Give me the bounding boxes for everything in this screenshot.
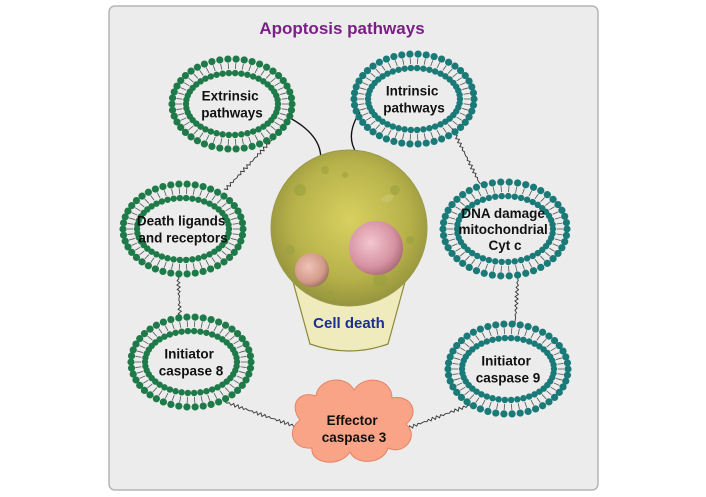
cell-death-label: Cell death (313, 315, 385, 332)
connector-intrinsic-to-dna (451, 127, 481, 185)
effector-label: Effector caspase 3 (322, 413, 387, 445)
membrane-ring (439, 178, 571, 280)
initiator8-label: Initiator caspase 8 (159, 347, 224, 379)
membrane-ring (350, 50, 478, 148)
node-initiator-caspase-9: Initiator caspase 9 (444, 320, 572, 418)
cell-death-illustration: Cell death (270, 149, 428, 352)
node-extrinsic-pathways: Extrinsic pathways (168, 55, 296, 153)
dna-damage-label: DNA damage mitochondrial Cyt c (458, 206, 551, 253)
initiator9-label: Initiator caspase 9 (476, 354, 541, 386)
connector-caspase9-to-caspase3 (408, 404, 471, 430)
extrinsic-label: Extrinsic pathways (201, 89, 263, 121)
effector-cloud-shape (291, 379, 414, 463)
node-initiator-caspase-8: Initiator caspase 8 (127, 313, 255, 411)
node-death-ligands: Death ligands and receptors (119, 180, 247, 278)
membrane-ring (444, 320, 572, 418)
membrane-ring (119, 180, 247, 278)
node-effector-caspase-3: Effector caspase 3 (291, 379, 414, 463)
connector-ligands-to-caspase8 (176, 273, 183, 319)
membrane-ring (127, 313, 255, 411)
connector-extrinsic-to-ligands (223, 139, 273, 191)
connector-caspase8-to-caspase3 (224, 401, 301, 430)
pathway-connectors (176, 127, 520, 430)
node-dna-damage: DNA damage mitochondrial Cyt c (439, 178, 571, 280)
membrane-ring (168, 55, 296, 153)
intrinsic-label: Intrinsic pathways (383, 84, 445, 116)
connector-dna-to-caspase9 (514, 275, 520, 325)
death-ligands-label: Death ligands and receptors (137, 214, 229, 246)
diagram-title: Apoptosis pathways (259, 19, 424, 38)
node-intrinsic-pathways: Intrinsic pathways (350, 50, 478, 148)
